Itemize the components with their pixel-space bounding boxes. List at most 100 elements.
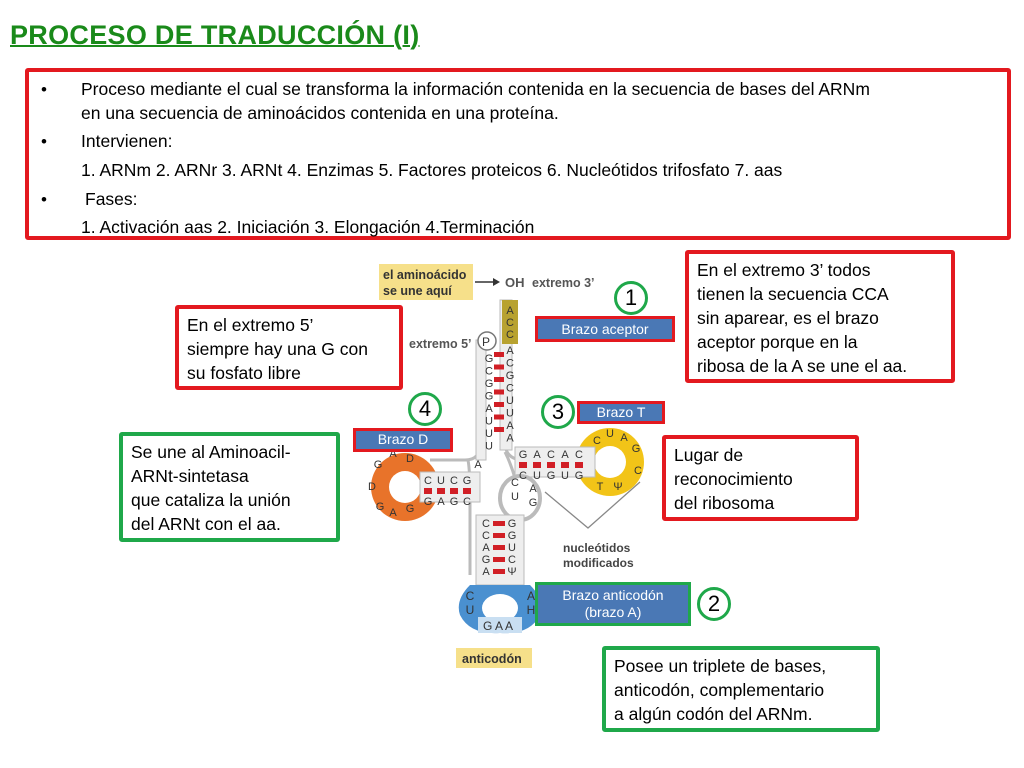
var-loop-base-1: U [511,491,519,503]
a-loop-left-base-1: U [466,603,475,617]
anticodon-loop-inner [482,594,518,622]
d-loop-inner [389,471,421,503]
a-after-base: A [474,459,482,471]
d-bot-base-3: C [463,496,471,508]
t-bot-base-2: G [547,470,556,482]
number-4-badge: 4 [408,392,442,426]
anticodon-pair-3 [493,557,505,562]
right-stem-base-5: U [506,408,514,420]
anticodon-pairs [493,521,505,574]
anticodon-pair-2 [493,545,505,550]
t-pairs [519,462,583,468]
box-brazo-d-line-2: ARNt-sintetasa [131,466,249,486]
t-top-base-4: C [575,449,583,461]
box-brazo-t-line-3: del ribosoma [674,493,775,513]
box-extremo-3-line-1: En el extremo 3’ todos [697,260,871,280]
intervienen-list: 1. ARNm 2. ARNr 3. ARNt 4. Enzimas 5. Fa… [81,160,783,180]
d-loop-base-3: D [406,453,414,465]
acc-base-0: A [506,305,514,317]
t-pair-1 [533,462,541,468]
t-loop-base-3: G [632,443,641,455]
t-loop-base-6: Ψ [613,481,622,493]
box-extremo-3-line-2: tienen la secuencia CCA [697,284,889,304]
d-pair-0 [424,488,432,494]
right-stem-base-4: U [506,395,514,407]
right-stem-base-0: A [506,345,514,357]
a-left-base-1: C [482,530,490,542]
left-stem-base-6: U [485,428,493,440]
t-pair-0 [519,462,527,468]
a-left-base-4: A [482,566,490,578]
anticodon-pair-0 [493,521,505,526]
acceptor-pair-6 [494,427,504,432]
box-extremo-5-line-2: siempre hay una G con [187,339,368,359]
nucl-mod-line-2: modificados [563,556,634,570]
var-loop-base-3: G [529,497,538,509]
anticodon-label-bg [456,648,532,668]
t-pair-3 [561,462,569,468]
left-stem-base-4: A [485,403,493,415]
label-brazo-t: Brazo T [577,401,665,424]
label-brazo-anticodon-line-1: Brazo anticodón [562,587,664,603]
anticodon-label: anticodón [462,652,522,666]
acceptor-pairs [494,352,504,432]
extremo-3-label: extremo 3’ [532,276,595,290]
var-loop-base-2: A [529,483,537,495]
summary-box: • Proceso mediante el cual se transforma… [25,68,1011,240]
d-top-base-0: C [424,475,432,487]
anticodon-pair-1 [493,533,505,538]
box-extremo-3-line-5: ribosa de la A se une el aa. [697,356,908,376]
right-stem-base-3: C [506,383,514,395]
d-top-base-1: U [437,475,445,487]
aa-label-bg [379,264,473,300]
right-stem-base-1: C [506,358,514,370]
box-brazo-d-line-1: Se une al Aminoacil- [131,442,291,462]
number-1-badge: 1 [614,281,648,315]
box-brazo-a: Posee un triplete de bases, anticodón, c… [602,646,880,732]
d-top-base-3: G [463,475,472,487]
anticodon-seq: G A A [483,619,513,633]
phosphate-label: P [482,335,490,349]
d-loop-base-2: A [389,448,397,460]
a-right-base-0: G [508,518,517,530]
t-bot-base-4: G [575,470,584,482]
d-pair-2 [450,488,458,494]
box-extremo-5: En el extremo 5’ siempre hay una G con s… [175,305,403,390]
label-brazo-anticodon-line-2: (brazo A) [584,604,642,620]
left-stem-base-3: G [485,391,494,403]
t-loop-base-4: C [634,465,642,477]
label-brazo-d: Brazo D [353,428,453,452]
t-loop-base-1: U [606,428,614,440]
t-loop-base-2: A [620,432,628,444]
box-brazo-d-line-3: que cataliza la unión [131,490,291,510]
acceptor-pair-5 [494,414,504,420]
nucl-mod-line-1: nucleótidos [563,541,631,555]
aa-label-line-1: el aminoácido [383,268,467,282]
a-loop-right-base-0: A [527,589,535,603]
d-bot-base-2: G [450,496,459,508]
label-brazo-anticodon: Brazo anticodón (brazo A) [535,582,691,626]
aa-label-line-2: se une aquí [383,284,452,298]
right-stem-base-7: A [506,433,514,445]
number-3-badge: 3 [541,395,575,429]
d-stem [419,471,481,503]
anticodon-bases-bg [478,617,522,633]
right-stem-base-2: G [506,370,515,382]
phosphate-circle [477,331,497,351]
a-right-base-1: G [508,530,517,542]
var-loop-base-0: C [511,477,519,489]
box-brazo-t-line-1: Lugar de [674,445,744,465]
acceptor-pair-2 [494,377,504,382]
box-brazo-t: Lugar de reconocimiento del ribosoma [662,435,859,521]
oh-label: OH [505,275,525,290]
left-stem-base-1: C [485,366,493,378]
box-extremo-3-line-3: sin aparear, es el brazo [697,308,879,328]
acceptor-pair-0 [494,352,504,357]
box-brazo-a-line-3: a algún codón del ARNm. [614,704,813,724]
d-bot-base-1: A [437,496,445,508]
d-pair-3 [463,488,471,494]
acceptor-pair-4 [494,402,504,407]
t-loop-base-5: T [597,481,604,493]
